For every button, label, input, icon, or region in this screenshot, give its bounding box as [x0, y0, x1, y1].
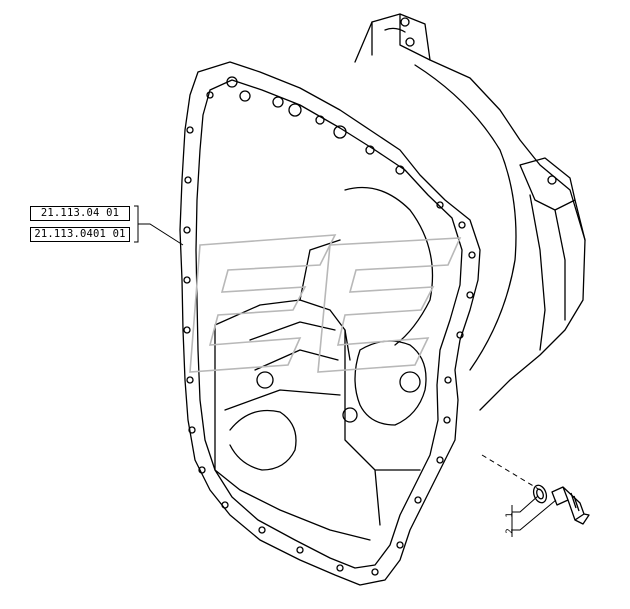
callout-leader-2 — [512, 499, 557, 531]
callout-number-2: 2 — [505, 528, 515, 534]
housing-top-lug — [371, 13, 431, 61]
plug-thread — [570, 492, 580, 512]
bore-hole — [342, 407, 358, 423]
reference-label-1: 21.113.04 01 — [30, 206, 130, 221]
reference-label-2: 21.113.0401 01 — [30, 227, 130, 242]
callout-number-1: 1 — [505, 512, 515, 518]
flange-bolt-holes — [183, 76, 476, 576]
housing-right-wall — [529, 194, 586, 351]
bolt-hole — [405, 37, 415, 47]
bore-hole — [399, 371, 421, 393]
housing-right-flange — [519, 157, 576, 211]
reference-bracket — [134, 205, 139, 243]
inner-rib — [224, 321, 341, 411]
front-flange-outline — [179, 61, 481, 586]
lower-boss — [229, 409, 297, 471]
bolt-hole — [547, 175, 557, 185]
callout-leader-1 — [512, 495, 539, 513]
bolt-hole — [400, 17, 410, 27]
shaft-bore — [354, 340, 427, 426]
reference-leader — [138, 223, 184, 246]
inner-cavity — [214, 299, 371, 541]
watermark-logo — [189, 234, 462, 373]
plug-screw — [551, 486, 590, 525]
washer — [532, 484, 548, 504]
inner-wall-lines — [299, 239, 421, 526]
front-flange-inner — [195, 79, 463, 569]
housing-bell — [414, 64, 517, 371]
housing-rear-body — [354, 13, 586, 411]
bore-hole — [256, 371, 274, 389]
bearing-boss — [344, 186, 434, 346]
assembly-axis-line — [481, 454, 541, 491]
